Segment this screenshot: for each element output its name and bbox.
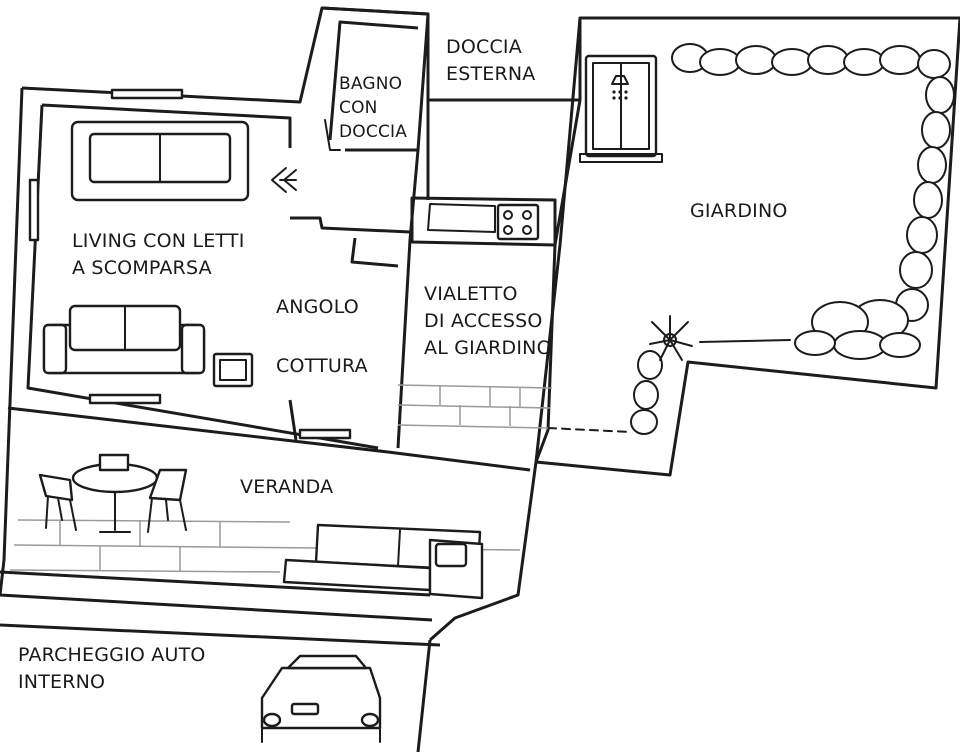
bathroom-door	[324, 119, 341, 151]
sofa-bottom-icon	[42, 304, 206, 375]
palm-plant-icon	[649, 315, 693, 361]
room-label-vialetto: VIALETTO DI ACCESSO AL GIARDINO	[424, 283, 552, 359]
room-label-living: LIVING CON LETTI A SCOMPARSA	[72, 230, 245, 279]
corridor-walls	[290, 100, 430, 449]
living-frame	[41, 103, 292, 148]
room-label-parcheggio: PARCHEGGIO AUTO INTERNO	[18, 644, 206, 693]
stove-icon	[496, 203, 540, 241]
sofa-top-icon	[70, 120, 250, 202]
living-bottom-wall	[7, 406, 531, 472]
cooking-wall	[288, 399, 298, 441]
bathroom-walls	[321, 6, 430, 152]
hedge	[630, 43, 955, 435]
car-icon	[260, 654, 382, 743]
outdoor-shower-icon	[579, 54, 663, 163]
kitchen-inner	[427, 203, 496, 233]
room-label-giardino: GIARDINO	[690, 200, 788, 222]
window-marks	[28, 88, 352, 440]
living-left-wall	[0, 87, 24, 596]
garden-boundary	[534, 17, 960, 477]
room-label-doccia-esterna: DOCCIA ESTERNA	[446, 36, 536, 85]
dining-set-icon	[38, 453, 188, 533]
veranda-sofa-icon	[282, 523, 484, 600]
side-table-icon	[212, 352, 254, 388]
arrow-icon	[271, 167, 297, 193]
cooking-partition	[350, 237, 399, 268]
garden-path-dashed	[547, 427, 631, 433]
garden-edge	[699, 339, 791, 343]
ramp-lines	[0, 593, 441, 647]
room-label-veranda: VERANDA	[240, 476, 334, 498]
room-label-bagno: BAGNO CON DOCCIA	[339, 74, 408, 142]
parking-wall	[416, 639, 432, 752]
veranda-edge	[0, 461, 538, 642]
room-label-angolo-cottura: ANGOLO COTTURA	[276, 296, 368, 377]
